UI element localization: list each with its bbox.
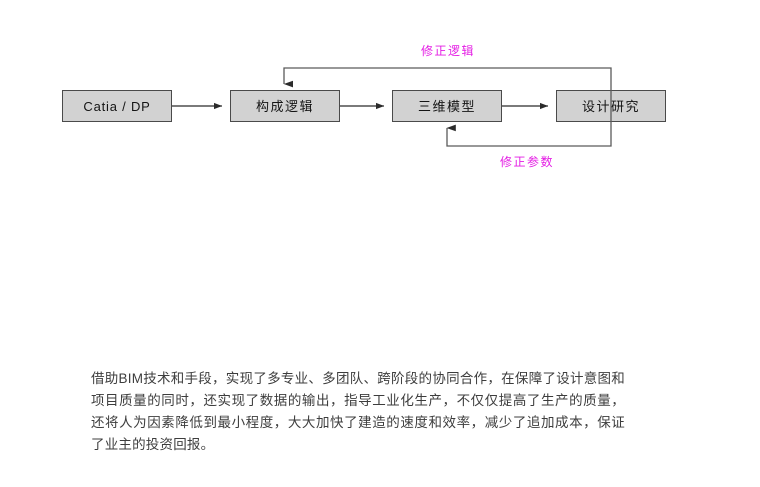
bim-workflow-diagram: Catia / DP 构成逻辑 三维模型 设计研究 修正逻辑 修正参数 [0, 0, 760, 200]
body-paragraph: 借助BIM技术和手段，实现了多专业、多团队、跨阶段的协同合作，在保障了设计意图和… [91, 368, 625, 456]
node-catia-dp[interactable]: Catia / DP [62, 90, 172, 122]
feedback-label-param-fix: 修正参数 [500, 155, 555, 169]
node-label: 构成逻辑 [255, 98, 314, 114]
node-label: 设计研究 [581, 98, 640, 114]
feedback-label-logic-fix: 修正逻辑 [421, 44, 476, 58]
node-3d-model[interactable]: 三维模型 [392, 90, 502, 122]
node-label: 三维模型 [417, 98, 476, 114]
diagram-connector-lines [172, 67, 612, 147]
paragraph-text: 借助BIM技术和手段，实现了多专业、多团队、跨阶段的协同合作，在保障了设计意图和… [91, 371, 625, 452]
node-composition-logic[interactable]: 构成逻辑 [230, 90, 340, 122]
node-design-study[interactable]: 设计研究 [556, 90, 666, 122]
node-label: Catia / DP [83, 98, 151, 114]
feedback-loop-logic-fix [283, 67, 612, 90]
feedback-loop-param-fix [446, 122, 612, 147]
